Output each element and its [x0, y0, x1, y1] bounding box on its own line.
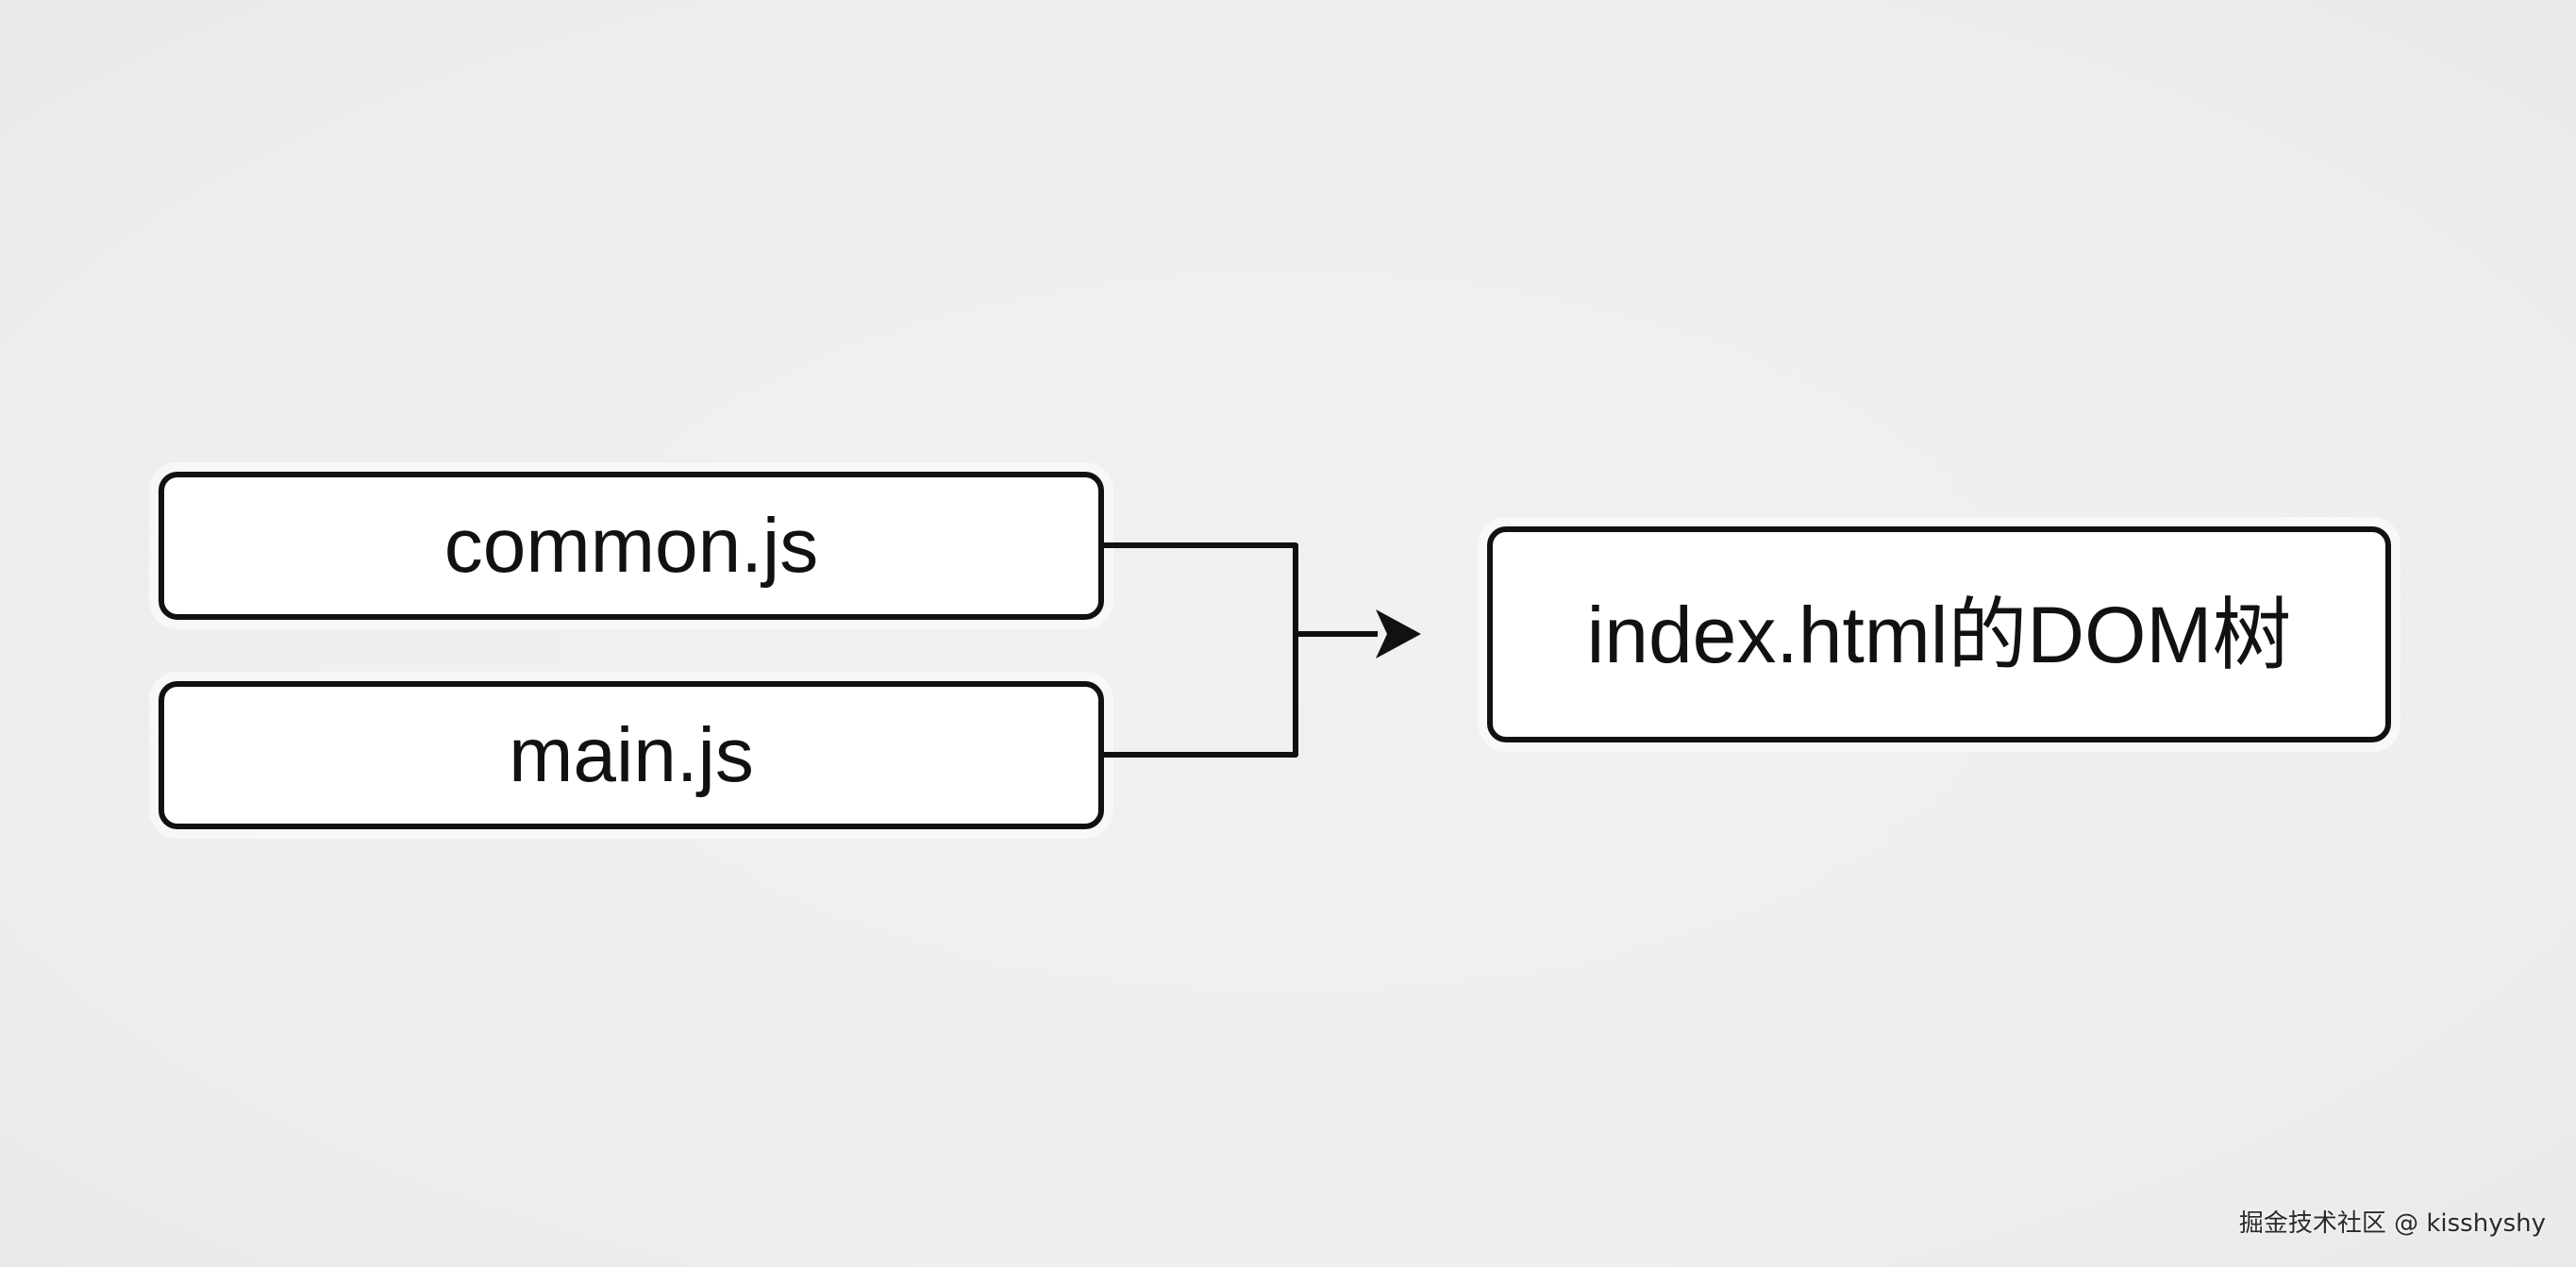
edge-common-to-junction: [1104, 542, 1298, 634]
edge-main-to-junction: [1104, 634, 1298, 758]
node-common-js: common.js: [159, 472, 1104, 620]
node-index-dom-tree-label: index.html的DOM树: [1586, 590, 2292, 679]
node-index-dom-tree: index.html的DOM树: [1487, 526, 2391, 742]
node-main-js-label: main.js: [509, 711, 754, 798]
node-common-js-label: common.js: [443, 502, 819, 589]
node-main-js: main.js: [159, 681, 1104, 829]
arrowhead-icon: [1376, 609, 1421, 659]
watermark: 掘金技术社区 @ kisshyshy: [2238, 1209, 2546, 1238]
